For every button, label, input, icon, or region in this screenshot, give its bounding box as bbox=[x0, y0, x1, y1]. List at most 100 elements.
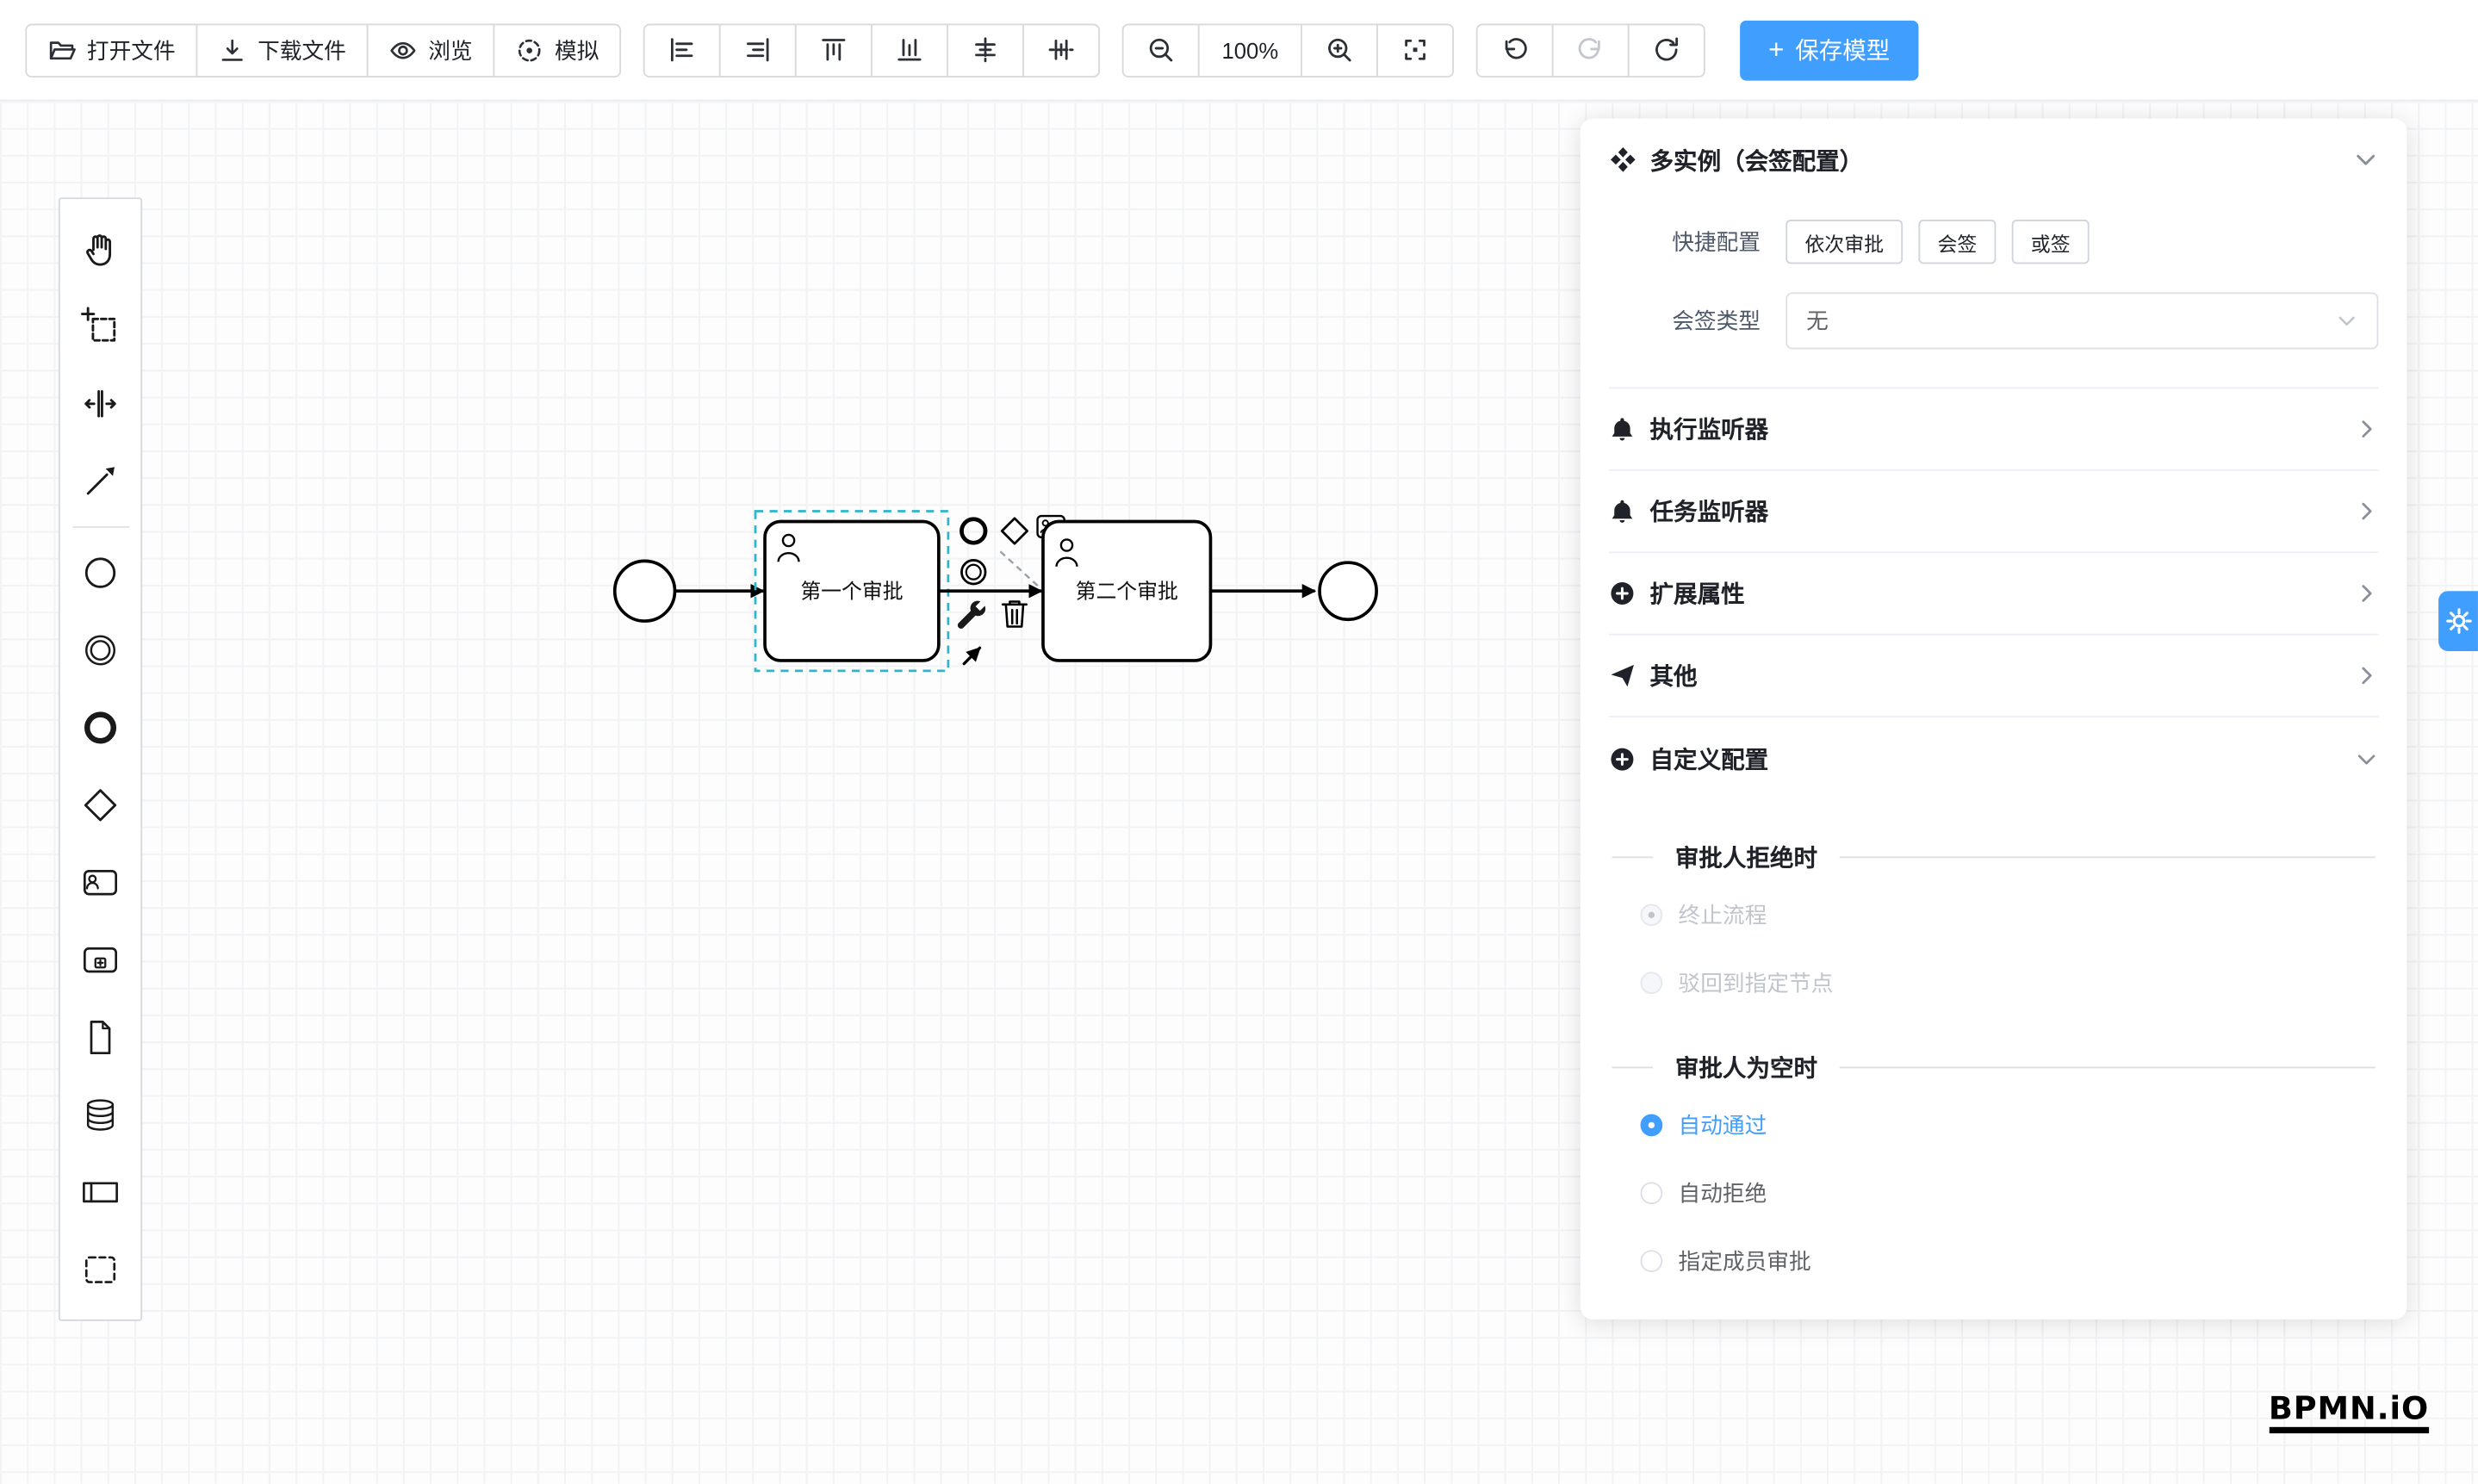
section-other[interactable]: 其他 bbox=[1608, 636, 2379, 717]
create-participant[interactable] bbox=[62, 1153, 138, 1231]
bell-icon bbox=[1612, 418, 1633, 441]
toolbar: 打开文件 下载文件 浏览 模拟 bbox=[0, 0, 2478, 102]
zoom-button-group: 100% bbox=[1121, 22, 1455, 77]
radio-icon bbox=[1640, 1249, 1663, 1272]
append-end-event-icon[interactable] bbox=[960, 517, 988, 545]
intermediate-event-icon bbox=[85, 635, 115, 666]
radio-auto-reject[interactable]: 自动拒绝 bbox=[1612, 1158, 2375, 1226]
connect-icon[interactable] bbox=[962, 646, 982, 666]
palette-separator bbox=[71, 525, 129, 528]
align-right-button[interactable] bbox=[718, 22, 797, 77]
create-user-task[interactable] bbox=[62, 844, 138, 922]
save-model-label: 保存模型 bbox=[1795, 38, 1891, 65]
zoom-out-button[interactable] bbox=[1121, 22, 1200, 77]
gateway-icon bbox=[84, 789, 117, 822]
reject-divider: 审批人拒绝时 bbox=[1612, 841, 2376, 874]
reset-viewport-icon bbox=[1405, 39, 1425, 60]
space-tool[interactable] bbox=[62, 365, 138, 443]
properties-panel: 多实例（会签配置） 快捷配置 依次审批 会签 或签 会签类型 无 bbox=[1580, 118, 2407, 1320]
zoom-level: 100% bbox=[1197, 22, 1302, 77]
panel-toggle-button[interactable] bbox=[2438, 591, 2478, 651]
chevron-right-icon bbox=[2362, 585, 2372, 602]
append-intermediate-event-icon[interactable] bbox=[960, 559, 987, 586]
radio-terminate-process[interactable]: 终止流程 bbox=[1612, 880, 2375, 948]
chevron-down-icon bbox=[2357, 754, 2376, 764]
section-extended-properties[interactable]: 扩展属性 bbox=[1608, 553, 2379, 636]
radio-icon bbox=[1640, 971, 1663, 994]
align-bottom-button[interactable] bbox=[870, 22, 948, 77]
data-object-icon bbox=[90, 1021, 111, 1055]
folder-open-icon bbox=[49, 40, 76, 59]
end-event-shape[interactable] bbox=[1318, 561, 1378, 622]
panel-header[interactable]: 多实例（会签配置） bbox=[1609, 119, 2379, 201]
task1-label: 第一个审批 bbox=[800, 580, 903, 603]
hand-icon bbox=[86, 234, 112, 266]
create-data-store[interactable] bbox=[62, 1076, 138, 1153]
reset-viewport-button[interactable] bbox=[1376, 22, 1455, 77]
quick-option-orsign-button[interactable]: 或签 bbox=[2011, 220, 2090, 264]
custom-config-content: 审批人拒绝时 终止流程 驳回到指定节点 审批人为空时 bbox=[1609, 799, 2379, 1294]
align-center-vertical-button[interactable] bbox=[1022, 22, 1101, 77]
sign-type-value: 无 bbox=[1806, 307, 1829, 334]
trash-icon[interactable] bbox=[1001, 600, 1028, 628]
wrench-icon[interactable] bbox=[957, 600, 986, 629]
preview-button[interactable]: 浏览 bbox=[366, 22, 495, 77]
zoom-out-icon bbox=[1149, 38, 1173, 62]
section-label: 其他 bbox=[1649, 663, 1698, 691]
collapse-sections: 执行监听器 任务监听器 扩展属性 bbox=[1608, 387, 2379, 800]
participant-icon bbox=[83, 1182, 118, 1203]
create-group[interactable] bbox=[62, 1231, 138, 1308]
align-left-button[interactable] bbox=[643, 22, 721, 77]
radio-label: 自动拒绝 bbox=[1678, 1179, 1767, 1206]
section-label: 任务监听器 bbox=[1649, 499, 1769, 526]
section-custom-config[interactable]: 自定义配置 bbox=[1609, 717, 2379, 799]
redo-button[interactable] bbox=[1551, 22, 1630, 77]
palette bbox=[58, 197, 143, 1321]
global-connect-tool[interactable] bbox=[62, 443, 138, 520]
quick-option-sequential-button[interactable]: 依次审批 bbox=[1786, 220, 1904, 264]
create-gateway[interactable] bbox=[62, 767, 138, 844]
radio-icon bbox=[1640, 1113, 1663, 1136]
align-top-button[interactable] bbox=[794, 22, 873, 77]
align-center-horizontal-button[interactable] bbox=[947, 22, 1024, 77]
bpmn-canvas[interactable]: 第一个审批 bbox=[0, 101, 2478, 1484]
download-file-button[interactable]: 下载文件 bbox=[196, 22, 369, 77]
create-data-object[interactable] bbox=[62, 999, 138, 1077]
align-button-group bbox=[643, 22, 1101, 77]
radio-label: 指定成员审批 bbox=[1678, 1247, 1811, 1273]
save-model-button[interactable]: + 保存模型 bbox=[1740, 19, 1919, 80]
create-start-event[interactable] bbox=[62, 534, 138, 612]
lasso-tool[interactable] bbox=[62, 288, 138, 365]
undo-button[interactable] bbox=[1475, 22, 1554, 77]
plus-circle-icon bbox=[1611, 581, 1634, 605]
section-task-listener[interactable]: 任务监听器 bbox=[1608, 471, 2379, 554]
append-gateway-icon[interactable] bbox=[1000, 517, 1028, 545]
task2-label: 第二个审批 bbox=[1076, 580, 1178, 603]
sign-type-select[interactable]: 无 bbox=[1786, 292, 2379, 350]
simulate-button[interactable]: 模拟 bbox=[493, 22, 622, 77]
create-end-event[interactable] bbox=[62, 689, 138, 767]
hand-tool[interactable] bbox=[62, 210, 138, 288]
section-execution-listener[interactable]: 执行监听器 bbox=[1608, 388, 2379, 471]
chevron-down-icon[interactable] bbox=[2353, 147, 2378, 172]
empty-divider-label: 审批人为空时 bbox=[1674, 1055, 1818, 1083]
start-event-shape[interactable] bbox=[612, 559, 677, 623]
user-task-1[interactable]: 第一个审批 bbox=[763, 519, 941, 662]
bpmn-diagram: 第一个审批 bbox=[612, 510, 1378, 673]
radio-auto-approve[interactable]: 自动通过 bbox=[1612, 1090, 2375, 1158]
quick-option-countersign-button[interactable]: 会签 bbox=[1918, 220, 1997, 264]
radio-assign-member[interactable]: 指定成员审批 bbox=[1612, 1226, 2375, 1295]
create-intermediate-event[interactable] bbox=[62, 612, 138, 689]
zoom-in-button[interactable] bbox=[1301, 22, 1378, 77]
radio-return-to-node[interactable]: 驳回到指定节点 bbox=[1612, 948, 2375, 1016]
file-button-group: 打开文件 下载文件 浏览 模拟 bbox=[25, 22, 622, 77]
open-file-button[interactable]: 打开文件 bbox=[25, 22, 198, 77]
create-call-activity[interactable] bbox=[62, 922, 138, 999]
refresh-button[interactable] bbox=[1627, 22, 1705, 77]
bpmn-io-logo[interactable]: BPMN.iO bbox=[2268, 1390, 2430, 1434]
radio-label: 终止流程 bbox=[1678, 901, 1767, 928]
history-button-group bbox=[1475, 22, 1705, 77]
user-task-2[interactable]: 第二个审批 bbox=[1041, 519, 1213, 662]
align-bottom-icon bbox=[897, 39, 922, 61]
open-file-label: 打开文件 bbox=[86, 37, 176, 63]
